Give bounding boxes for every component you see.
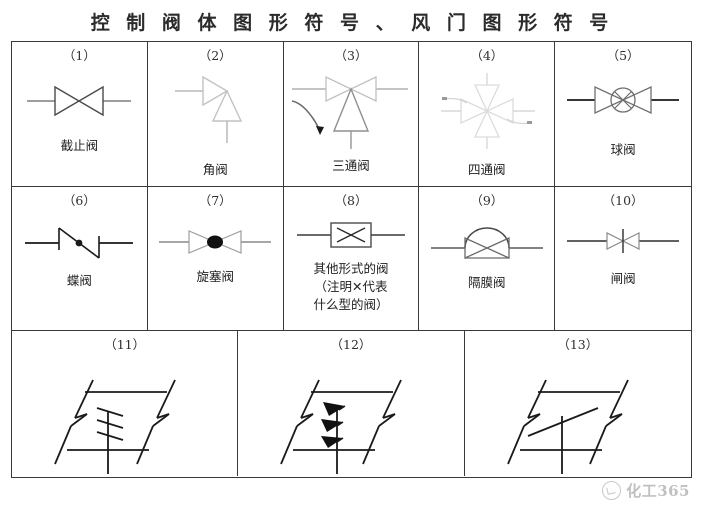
cell-index: （13） <box>557 337 599 352</box>
ball-valve-symbol <box>555 79 691 121</box>
multi-blade-damper-symbol <box>12 366 237 476</box>
butterfly-valve-symbol <box>12 222 147 264</box>
label-line: 旋塞阀 <box>196 268 234 284</box>
cell-index: （8） <box>334 193 368 208</box>
cell-index: （2） <box>198 48 232 63</box>
cell-label: 其他形式的阀 （注明✕代表 什么型的阀） <box>313 260 388 314</box>
symbol-cell-3: （3） 三通阀 <box>284 42 420 186</box>
page-title: 控 制 阀 体 图 形 符 号 、 风 门 图 形 符 号 <box>90 12 614 34</box>
symbol-cell-2: （2） 角阀 <box>148 42 284 186</box>
symbol-cell-9: （9） 隔膜阀 <box>419 187 556 330</box>
symbol-cell-6: （6） 蝶阀 <box>12 187 148 330</box>
single-blade-damper-symbol <box>465 366 691 476</box>
symbol-cell-7: （7） 旋塞阀 <box>148 187 284 330</box>
plug-valve-symbol <box>148 224 283 260</box>
cell-label: 三通阀 <box>332 157 370 175</box>
cell-label: 闸阀 <box>611 270 636 288</box>
cell-label: 隔膜阀 <box>468 274 506 292</box>
label-line: 什么型的阀） <box>313 297 389 312</box>
symbol-cell-13: （13） <box>465 331 691 476</box>
watermark-logo-icon <box>602 481 622 500</box>
table-row: （6） 蝶阀 （7） <box>12 187 691 331</box>
watermark: 化工365 <box>602 480 690 501</box>
other-valve-symbol <box>284 218 419 252</box>
cell-label: 角阀 <box>203 161 228 179</box>
cell-index: （11） <box>104 337 146 352</box>
arrow-blade-damper-symbol <box>238 366 463 476</box>
cell-label: 四通阀 <box>468 161 506 179</box>
table-row: （11） <box>12 331 691 476</box>
label-line: 闸阀 <box>610 270 636 286</box>
cell-label: 蝶阀 <box>67 272 92 290</box>
symbol-cell-5: （5） 球阀 <box>555 42 691 186</box>
diaphragm-valve-symbol <box>419 218 554 264</box>
cell-index: （7） <box>198 193 232 208</box>
label-line: 四通阀 <box>468 161 506 177</box>
symbol-cell-8: （8） 其他形式的阀 （注明✕代表 什么型的阀） <box>284 187 420 330</box>
symbol-cell-4: （4） <box>419 42 556 186</box>
angle-valve-symbol <box>148 69 283 149</box>
cell-index: （3） <box>334 48 368 63</box>
cell-label: 旋塞阀 <box>196 268 234 286</box>
cell-index: （1） <box>62 48 96 63</box>
three-way-valve-symbol <box>284 69 419 151</box>
symbol-cell-12: （12） <box>238 331 465 476</box>
four-way-valve-symbol <box>419 69 554 153</box>
label-line: 隔膜阀 <box>468 274 506 290</box>
cell-label: 截止阀 <box>61 137 99 155</box>
cell-index: （9） <box>470 193 504 208</box>
cell-label: 球阀 <box>611 141 636 159</box>
globe-valve-symbol <box>12 81 147 121</box>
cell-index: （12） <box>330 337 372 352</box>
label-line: 截止阀 <box>60 137 99 153</box>
symbol-cell-11: （11） <box>12 331 239 476</box>
label-line: 球阀 <box>610 141 636 157</box>
cell-index: （6） <box>62 193 96 208</box>
label-line: 三通阀 <box>332 157 370 173</box>
label-line: 其他形式的阀 <box>313 260 389 276</box>
label-line: 角阀 <box>202 161 228 177</box>
label-line: （注明✕代表 <box>314 278 388 294</box>
cell-index: （4） <box>470 48 504 63</box>
cell-index: （10） <box>602 193 644 208</box>
table-row: （1） 截止阀 （2） <box>12 42 691 187</box>
label-line: 蝶阀 <box>66 272 92 288</box>
gate-valve-symbol <box>555 224 691 258</box>
cell-index: （5） <box>606 48 640 63</box>
symbol-cell-1: （1） 截止阀 <box>12 42 148 186</box>
watermark-text: 化工365 <box>626 482 690 500</box>
symbol-cell-10: （10） 闸阀 <box>555 187 691 330</box>
symbols-table: （1） 截止阀 （2） <box>11 41 692 478</box>
